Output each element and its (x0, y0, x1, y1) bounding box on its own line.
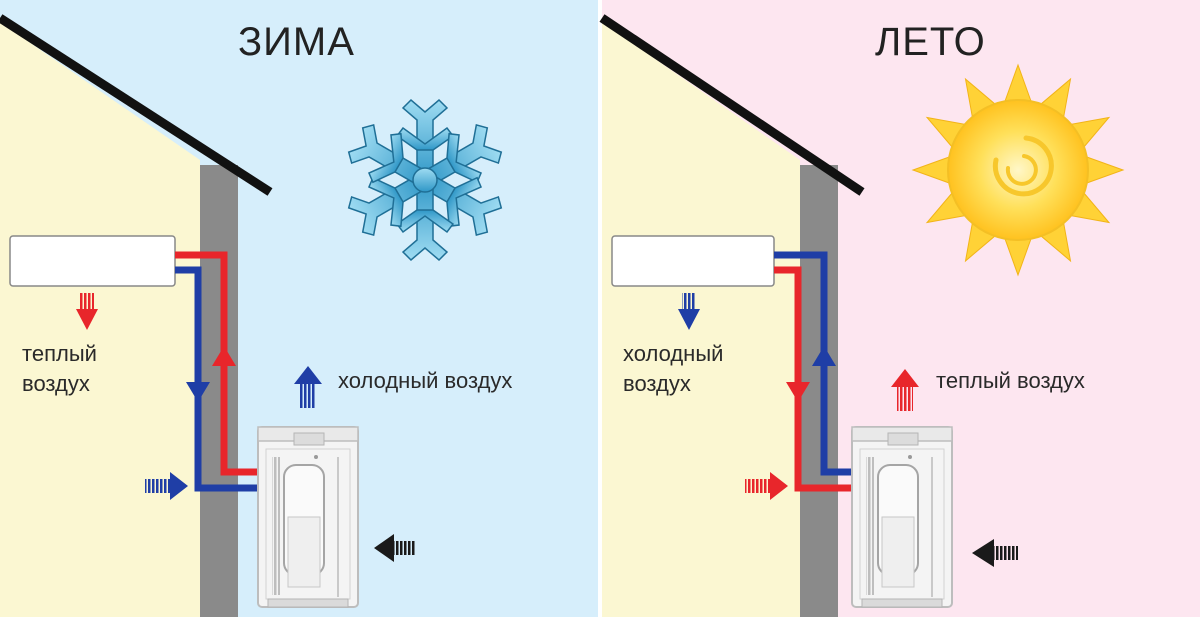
winter-indoor-unit (9, 235, 176, 287)
winter-intake-arrow-left (145, 472, 188, 500)
winter-wall (200, 165, 238, 617)
summer-house-wall (602, 22, 800, 617)
winter-house-wall (0, 22, 200, 617)
summer-indoor-label-line1: холодный (623, 341, 724, 366)
summer-outdoor-unit (851, 426, 953, 608)
summer-hot-pipe (774, 266, 862, 492)
winter-roof (0, 14, 273, 196)
summer-pipe-arrow-down (786, 382, 810, 402)
summer-indoor-unit (611, 235, 775, 287)
winter-cold-pipe (175, 266, 268, 492)
winter-pipe-arrow-up (212, 346, 236, 366)
summer-indoor-label-line2: воздух (623, 371, 691, 396)
sun-icon (911, 63, 1125, 277)
winter-intake-arrow-right (374, 534, 416, 562)
winter-outdoor-unit (257, 426, 359, 608)
summer-pipe-arrow-up (812, 346, 836, 366)
winter-warm-air-arrow (76, 293, 98, 330)
winter-outdoor-label: холодный воздух (338, 368, 513, 393)
summer-intake-arrow-left (745, 472, 788, 500)
summer-roof (599, 14, 865, 196)
summer-panel (599, 0, 1200, 617)
summer-intake-arrow-right (972, 539, 1018, 567)
summer-wall (800, 165, 838, 617)
panel-divider (598, 0, 602, 617)
winter-season-title: ЗИМА (238, 20, 355, 64)
winter-panel (0, 0, 598, 617)
summer-outdoor-label: теплый воздух (936, 368, 1085, 393)
winter-pipe-arrow-down (186, 382, 210, 402)
summer-warm-air-arrow (891, 369, 919, 411)
winter-cold-air-arrow (294, 366, 322, 408)
summer-cold-air-arrow (678, 293, 700, 330)
winter-indoor-label-line2: воздух (22, 371, 90, 396)
winter-indoor-label-line1: теплый (22, 341, 97, 366)
snowflake-icon (340, 99, 510, 261)
summer-season-title: ЛЕТО (875, 20, 986, 64)
